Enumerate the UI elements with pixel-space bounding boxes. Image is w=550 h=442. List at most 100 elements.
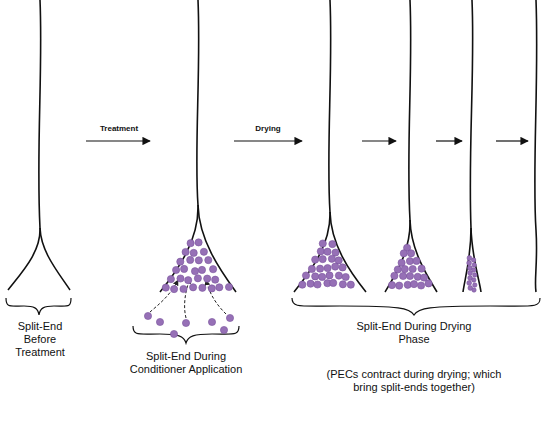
stage-caption: Split-End During Conditioner Application xyxy=(126,350,246,376)
pec-particle xyxy=(210,266,217,273)
pec-particle xyxy=(473,273,477,277)
hair-strand xyxy=(8,0,41,290)
pec-particle xyxy=(391,272,398,279)
pec-particle xyxy=(339,264,346,271)
pec-particle xyxy=(182,248,189,255)
stage-caption: Split-End Before Treatment xyxy=(2,320,78,359)
pec-particle xyxy=(328,255,335,262)
process-arrow xyxy=(496,140,528,141)
pec-particle xyxy=(339,281,346,288)
hair-strand xyxy=(385,0,411,292)
pec-particle xyxy=(467,281,472,286)
pec-particle xyxy=(181,265,188,272)
pec-particle xyxy=(187,240,194,247)
pec-particle xyxy=(185,277,192,284)
pec-particle xyxy=(473,283,477,287)
bracket xyxy=(6,298,71,315)
pec-particle xyxy=(212,276,219,283)
hair-strand xyxy=(410,220,437,292)
pec-particle xyxy=(144,312,151,319)
pec-particle xyxy=(156,318,163,325)
pec-particle xyxy=(319,273,326,280)
pec-particle xyxy=(471,258,475,262)
pec-particle xyxy=(472,288,476,292)
hair-strand xyxy=(198,205,236,292)
bracket xyxy=(292,298,540,315)
pec-particle xyxy=(199,284,206,291)
pec-particle xyxy=(167,276,174,283)
pec-particle xyxy=(406,258,413,265)
pec-particle xyxy=(177,258,184,265)
pec-particle xyxy=(425,280,432,287)
pec-particle xyxy=(472,263,476,267)
pec-particle xyxy=(409,265,416,272)
stage-caption: Split-End During Drying Phase xyxy=(354,320,474,346)
pec-particle xyxy=(308,265,315,272)
pec-particle xyxy=(225,283,232,290)
pec-particle xyxy=(314,281,321,288)
pec-particle xyxy=(220,326,227,333)
step-label: Treatment xyxy=(88,124,150,134)
hair-strand xyxy=(330,212,366,292)
pec-particle xyxy=(406,272,413,279)
pec-particle xyxy=(182,319,189,326)
pec-particle xyxy=(401,266,408,273)
pec-particle xyxy=(299,281,306,288)
pec-particle xyxy=(342,273,349,280)
pec-particle xyxy=(187,256,194,263)
pec-particle xyxy=(312,273,319,280)
bracket xyxy=(133,326,239,343)
pec-particle xyxy=(180,285,187,292)
pec-particle xyxy=(195,257,202,264)
pec-particle xyxy=(200,248,207,255)
pec-particle xyxy=(302,272,309,279)
pec-particle xyxy=(329,241,336,248)
pec-particle xyxy=(173,266,180,273)
dashed-arrow xyxy=(185,278,190,318)
pec-particle xyxy=(194,275,201,282)
pec-particle xyxy=(216,284,223,291)
hair-strand xyxy=(535,0,537,292)
pec-particle xyxy=(332,263,339,270)
process-arrow xyxy=(436,140,462,141)
pec-particle xyxy=(317,265,324,272)
pec-particle xyxy=(410,281,417,288)
note-text: (PECs contract during drying; which brin… xyxy=(320,368,508,394)
hair-strand xyxy=(160,0,199,292)
pec-particle xyxy=(324,265,331,272)
pec-particle xyxy=(208,285,215,292)
step-label: Drying xyxy=(238,124,298,134)
pec-particle xyxy=(396,282,403,289)
pec-particle xyxy=(198,266,205,273)
pec-particle xyxy=(468,271,473,276)
process-arrow xyxy=(86,140,150,141)
dashed-arrow xyxy=(206,280,226,314)
pec-particle xyxy=(208,318,215,325)
pec-particle xyxy=(418,265,425,272)
pec-particle xyxy=(408,250,415,257)
hair-strand xyxy=(294,0,331,292)
pec-particle xyxy=(171,286,178,293)
pec-particle xyxy=(204,275,211,282)
hair-strand xyxy=(471,228,481,292)
pec-particle xyxy=(413,257,420,264)
pec-particle xyxy=(319,256,326,263)
pec-particle xyxy=(226,314,233,321)
pec-particle xyxy=(326,272,333,279)
dashed-arrow xyxy=(150,280,178,312)
process-arrow xyxy=(362,140,396,141)
pec-particle xyxy=(335,272,342,279)
pec-particle xyxy=(400,272,407,279)
pec-particle xyxy=(347,281,354,288)
pec-particle xyxy=(170,330,177,337)
pec-particle xyxy=(205,257,212,264)
pec-particle xyxy=(307,280,314,287)
pec-particle xyxy=(190,249,197,256)
pec-particle xyxy=(472,278,476,282)
pec-particle xyxy=(400,250,407,257)
pec-particle xyxy=(467,256,472,261)
pec-particle xyxy=(418,282,425,289)
pec-particle xyxy=(177,275,184,282)
pec-particle xyxy=(324,248,331,255)
pec-particle xyxy=(388,282,395,289)
